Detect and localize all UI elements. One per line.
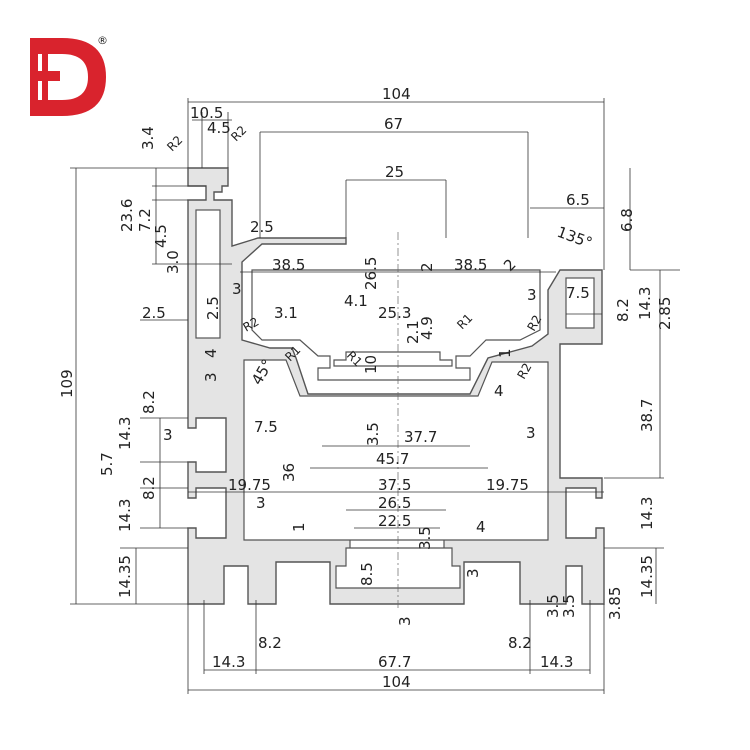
dim-4-right: 4: [494, 382, 504, 400]
dim-37-5: 37.5: [378, 476, 411, 494]
dim-3-right-mid: 3: [526, 424, 536, 442]
dim-14-3-left-a: 14.3: [116, 417, 134, 450]
dim-14-3-right-v: 14.3: [636, 287, 654, 320]
dim-7-2: 7.2: [136, 208, 154, 232]
extrusion-profile: [187, 167, 605, 605]
dim-4-5-left: 4.5: [152, 224, 170, 248]
dim-top-width: 104: [382, 85, 411, 103]
dim-3-left-c: 3: [163, 426, 173, 444]
dim-14-35-left: 14.35: [116, 555, 134, 598]
dim-4-5-top: 4.5: [207, 119, 231, 137]
dim-r2-left: R2: [241, 314, 262, 334]
dim-r2-top2: R2: [228, 123, 249, 144]
dim-3-5-mid: 3.5: [364, 422, 382, 446]
dim-109: 109: [58, 369, 76, 398]
dim-1-b: 1: [290, 522, 308, 532]
logo-h-bar: [30, 71, 60, 81]
dim-r2-top: R2: [164, 133, 185, 154]
dim-7-5-mid: 7.5: [254, 418, 278, 436]
dim-3-5-d: 3.5: [560, 594, 578, 618]
dim-22-5: 22.5: [378, 512, 411, 530]
dim-19-75-left: 19.75: [228, 476, 271, 494]
dim-1: 1: [496, 348, 514, 358]
dim-23-6: 23.6: [118, 199, 136, 232]
dim-8-2-bl: 8.2: [258, 634, 282, 652]
dim-67: 67: [384, 115, 403, 133]
dim-3-5-c: 3.5: [544, 594, 562, 618]
dim-6-5: 6.5: [566, 191, 590, 209]
dim-r2-right: R2: [524, 313, 544, 334]
dim-135: 135°: [555, 223, 595, 252]
dim-14-3-right-b: 14.3: [638, 497, 656, 530]
dim-37-7: 37.7: [404, 428, 437, 446]
dim-25: 25: [385, 163, 404, 181]
logo-d-shape: [30, 38, 106, 116]
dim-38-5-right: 38.5: [454, 256, 487, 274]
dim-3-c: 3: [396, 616, 414, 626]
registered-mark: ®: [97, 34, 108, 47]
logo-eye-left: [61, 70, 67, 76]
dim-3-left-b: 3: [202, 372, 220, 382]
dim-2-a: 2: [418, 262, 436, 272]
dim-2-5-a: 2.5: [250, 218, 274, 236]
dim-3-85: 3.85: [606, 587, 624, 620]
dim-8-2-right: 8.2: [614, 298, 632, 322]
dim-38-5-left: 38.5: [272, 256, 305, 274]
dim-2-85: 2.85: [656, 297, 674, 330]
dim-8-2-br: 8.2: [508, 634, 532, 652]
dim-4-b: 4: [476, 518, 486, 536]
dim-26-5-v: 26.5: [362, 257, 380, 290]
dim-26-5-bottom: 26.5: [378, 494, 411, 512]
dim-67-7: 67.7: [378, 653, 411, 671]
dim-2-5-b: 2.5: [204, 296, 222, 320]
dim-4-1: 4.1: [344, 292, 368, 310]
dim-2-5-c: 2.5: [142, 304, 166, 322]
dim-2-1: 2.1: [404, 320, 422, 344]
dim-3-left-a: 3: [232, 280, 242, 298]
dim-14-3-bl: 14.3: [212, 653, 245, 671]
dim-bottom-width: 104: [382, 673, 411, 691]
left-pocket: [195, 209, 221, 339]
dim-25-3: 25.3: [378, 304, 411, 322]
dim-8-2-left-b: 8.2: [140, 476, 158, 500]
center-t-slot: [333, 351, 453, 367]
dim-45-7: 45.7: [376, 450, 409, 468]
dim-14-3-left-b: 14.3: [116, 499, 134, 532]
right-pocket: [565, 277, 595, 329]
dim-r2-right2: R2: [514, 361, 534, 382]
dim-3-right: 3: [527, 286, 537, 304]
dim-7-5-small: 7.5: [566, 284, 590, 302]
dimension-lines: [70, 98, 680, 694]
dim-14-3-br: 14.3: [540, 653, 573, 671]
dim-6-8: 6.8: [618, 208, 636, 232]
brand-logo: ®: [30, 34, 108, 116]
dim-4-left: 4: [202, 348, 220, 358]
dim-38-7: 38.7: [638, 399, 656, 432]
dimension-labels: 104 67 25 10.5 4.5 R2 R2 3.4 23.6 7.2 4.…: [58, 85, 674, 691]
dim-3-1: 3.1: [274, 304, 298, 322]
dim-36: 36: [280, 463, 298, 482]
dim-19-75-right: 19.75: [486, 476, 529, 494]
dim-3-5-b: 3.5: [416, 526, 434, 550]
top-cavity: [251, 269, 541, 381]
dim-10: 10: [362, 355, 380, 374]
dim-3-b: 3: [464, 568, 482, 578]
dim-14-35-right: 14.35: [638, 555, 656, 598]
dim-3-left-d: 3: [256, 494, 266, 512]
dim-10-5: 10.5: [190, 104, 223, 122]
logo-h-stem: [30, 54, 38, 100]
dim-3-0: 3.0: [164, 250, 182, 274]
inner-chamber: [243, 359, 549, 557]
dim-8-5: 8.5: [358, 562, 376, 586]
logo-eye-right: [71, 70, 77, 76]
dim-3-4: 3.4: [139, 126, 157, 150]
dim-4-9: 4.9: [418, 316, 436, 340]
dim-8-2-left: 8.2: [140, 390, 158, 414]
dim-5-7: 5.7: [98, 452, 116, 476]
